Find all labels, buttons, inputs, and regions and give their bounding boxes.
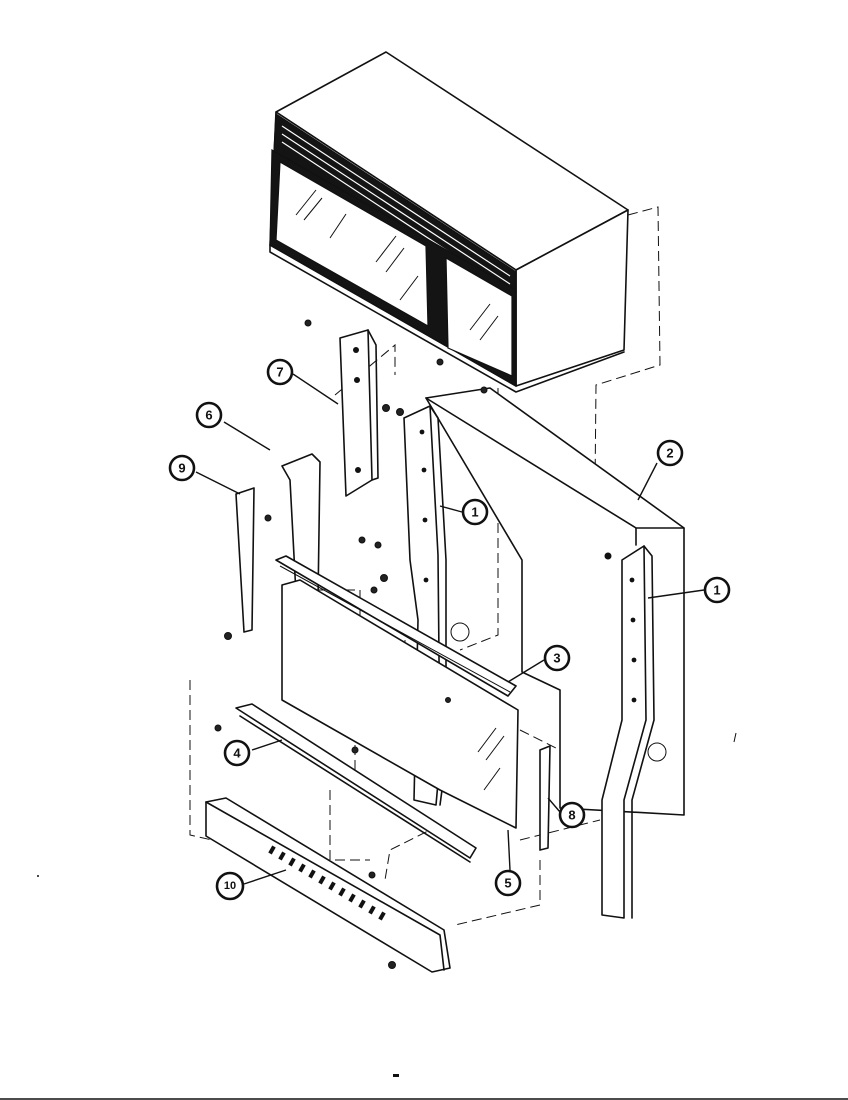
callout-10: 10 [215, 871, 245, 901]
mounting-bracket [339, 329, 379, 497]
strip-left [224, 487, 255, 640]
callout-4: 4 [223, 739, 251, 767]
callout-7: 7 [266, 358, 294, 386]
callout-label: 8 [568, 808, 575, 823]
leader-lines [195, 373, 705, 885]
callout-8: 8 [558, 801, 586, 829]
callout-label: 9 [178, 461, 185, 476]
grille-slots [268, 845, 386, 921]
bottom-channel [235, 703, 477, 863]
callout-label: 4 [233, 746, 241, 761]
callout-2: 2 [656, 439, 684, 467]
strip-right [539, 745, 551, 851]
callout-label: 5 [504, 876, 511, 891]
front-panel [281, 579, 519, 829]
callout-label: 7 [276, 365, 283, 380]
callout-5: 5 [494, 869, 522, 897]
base-grille [205, 797, 451, 973]
callout-label: 6 [205, 408, 212, 423]
stray-marks [0, 732, 848, 1100]
callout-label: 3 [553, 651, 560, 666]
callout-1-right: 1 [703, 576, 731, 604]
back-panel [425, 387, 685, 816]
callout-label: 2 [666, 446, 673, 461]
top-rail [275, 555, 517, 697]
callout-3: 3 [543, 644, 571, 672]
fasteners [214, 319, 488, 879]
callout-1-left: 1 [461, 498, 489, 526]
air-conditioner-unit [269, 51, 629, 393]
callout-label: 1 [471, 505, 478, 520]
glare-hatching [295, 189, 499, 341]
front-panel-glare [477, 727, 505, 791]
callout-label: 10 [224, 880, 236, 892]
callout-6: 6 [195, 401, 223, 429]
callout-label: 1 [713, 583, 720, 598]
side-rail-right [601, 545, 655, 919]
callout-9: 9 [168, 454, 196, 482]
